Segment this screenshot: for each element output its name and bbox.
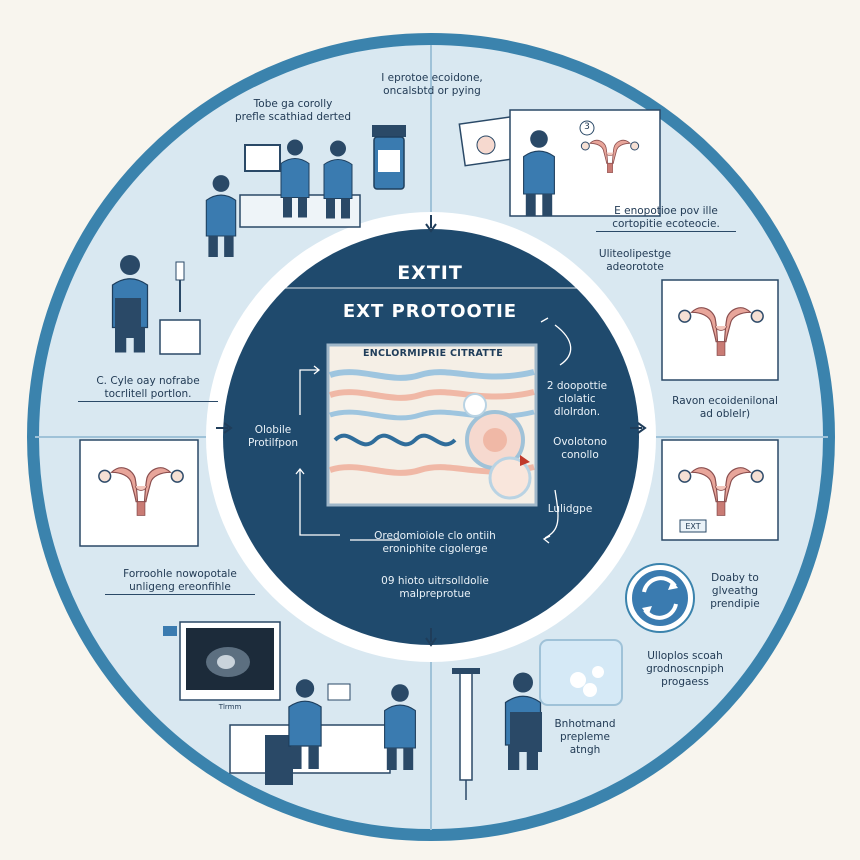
scene-patient-imaging — [458, 109, 661, 217]
label-top-center: I eprotoe ecoidone,oncalsbtd or pying — [381, 72, 483, 97]
cycle-icon — [625, 563, 695, 633]
scene-person-desk — [111, 254, 201, 355]
ultrasound-caption: Tlrmm — [218, 703, 242, 711]
device-tag: EXT — [685, 522, 701, 531]
center-title-main: EXT PROTOOTIE — [342, 301, 518, 322]
center-arrows — [295, 317, 572, 544]
uterus-panel-right-upper — [661, 279, 779, 381]
arrow-top-icon — [425, 215, 437, 233]
scene-patient-chair — [504, 671, 542, 771]
syringe-icon — [452, 668, 480, 800]
dna-strand — [333, 433, 457, 447]
pill-bottle-icon — [372, 125, 406, 190]
scene-consultation — [229, 678, 417, 785]
lab-container-icon — [539, 639, 623, 706]
step-badge: 3 — [584, 122, 590, 132]
scene-doctors-monitor — [205, 138, 361, 258]
center-label-right-low: Lulidgpe — [547, 503, 593, 515]
arrow-left-icon — [216, 422, 233, 434]
arrow-right-icon — [630, 422, 647, 434]
center-image-panel — [326, 343, 538, 507]
center-image-title: ENCLORMIPRIE CITRATTE — [362, 348, 503, 359]
uterus-panel-right-lower — [661, 439, 779, 541]
center-title-top: EXTIT — [397, 262, 463, 284]
arrow-bottom-icon — [425, 628, 437, 647]
cell-small — [488, 456, 532, 500]
uterus-panel-left — [79, 439, 199, 547]
ultrasound-monitor — [163, 621, 281, 701]
